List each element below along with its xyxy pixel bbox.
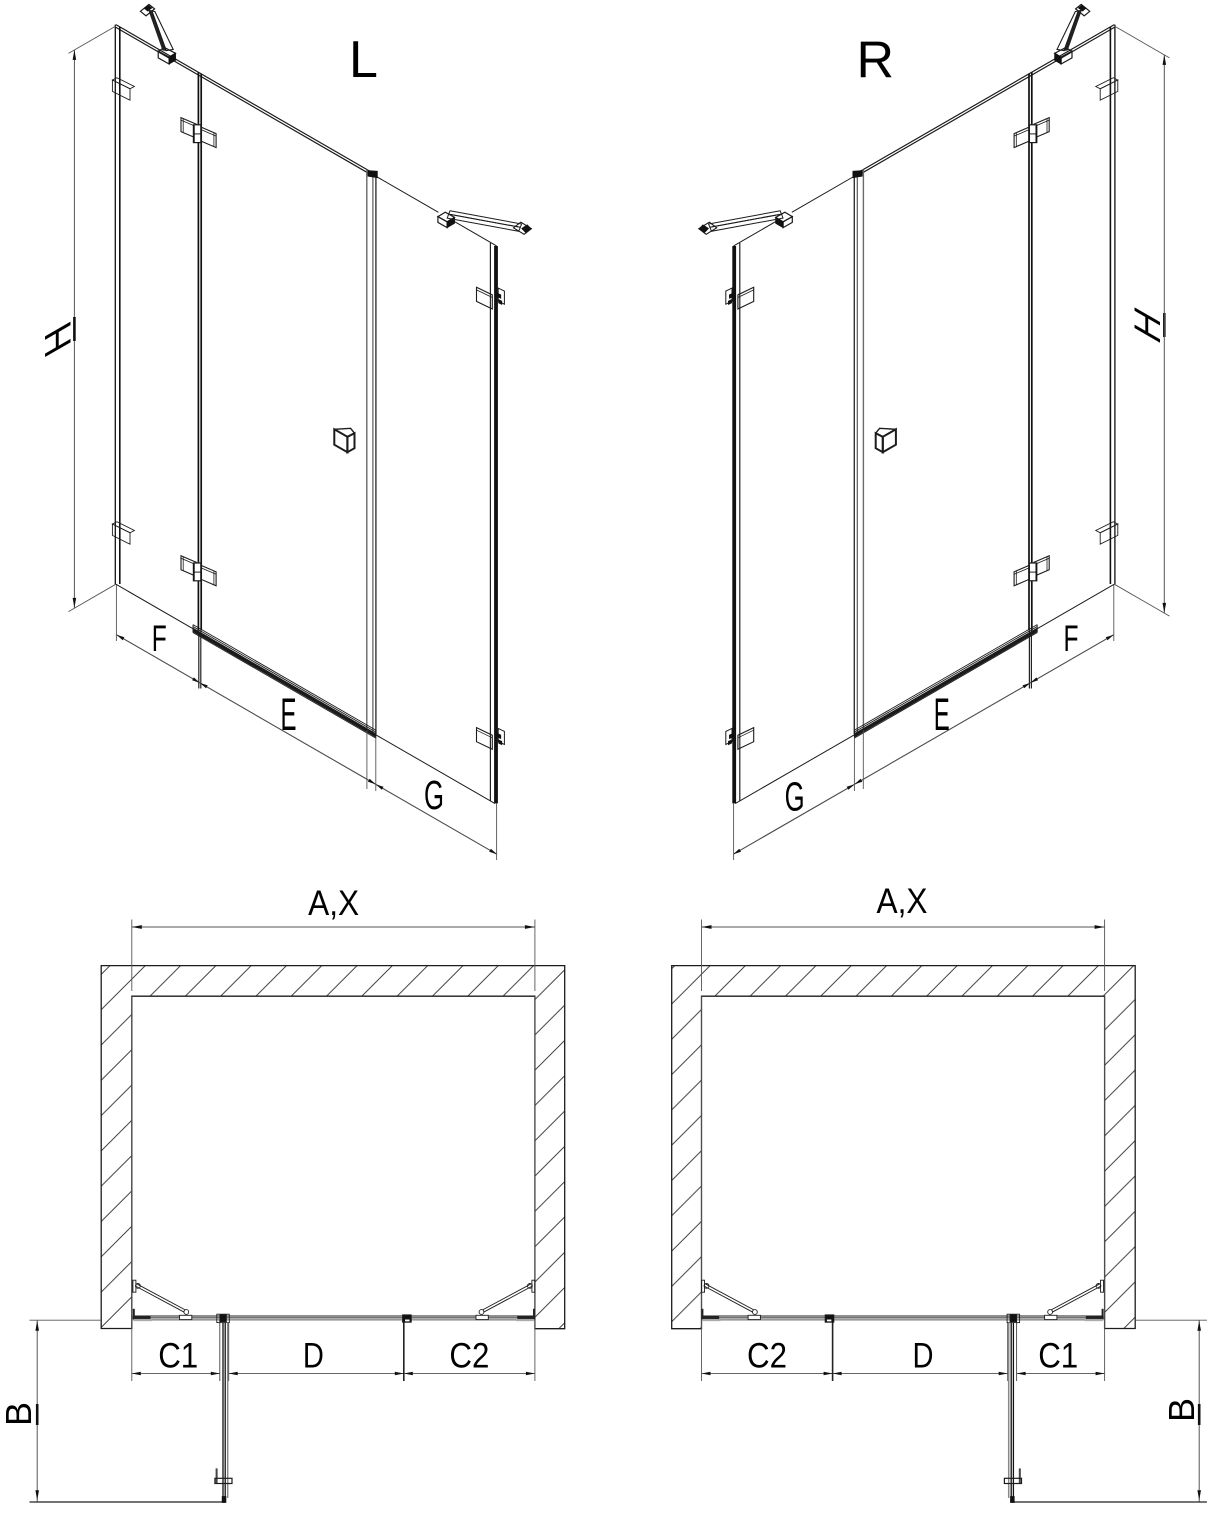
svg-text:D: D bbox=[303, 1337, 324, 1376]
svg-text:B: B bbox=[0, 1402, 39, 1426]
svg-text:G: G bbox=[424, 772, 444, 818]
svg-text:E: E bbox=[934, 689, 950, 740]
svg-text:F: F bbox=[152, 618, 167, 659]
svg-text:A,X: A,X bbox=[877, 882, 928, 921]
svg-text:R: R bbox=[857, 32, 895, 90]
svg-text:C1: C1 bbox=[158, 1337, 198, 1376]
svg-text:D: D bbox=[913, 1337, 934, 1376]
svg-text:C2: C2 bbox=[449, 1337, 489, 1376]
svg-text:A,X: A,X bbox=[308, 884, 359, 923]
svg-text:B: B bbox=[1161, 1398, 1202, 1422]
svg-text:L: L bbox=[349, 31, 378, 89]
svg-text:F: F bbox=[1064, 618, 1079, 659]
svg-text:C2: C2 bbox=[747, 1337, 787, 1376]
svg-text:C1: C1 bbox=[1038, 1337, 1078, 1376]
svg-text:E: E bbox=[281, 689, 297, 740]
svg-text:G: G bbox=[785, 774, 805, 820]
